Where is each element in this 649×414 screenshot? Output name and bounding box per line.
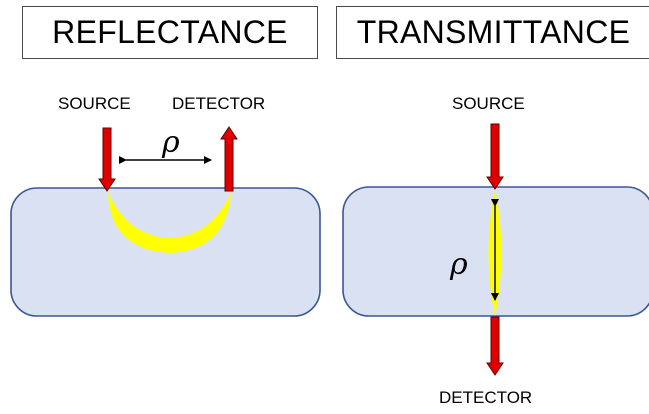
source-arrow-transmittance bbox=[486, 123, 504, 190]
source-label-reflectance: SOURCE bbox=[58, 94, 131, 113]
rho-symbol-transmittance: ρ bbox=[449, 247, 468, 282]
source-arrow-reflectance bbox=[98, 127, 116, 192]
reflectance-title: REFLECTANCE bbox=[22, 6, 318, 59]
rho-symbol-reflectance: ρ bbox=[161, 125, 180, 160]
detector-arrow-transmittance bbox=[486, 316, 504, 376]
detector-arrow-reflectance bbox=[220, 126, 238, 192]
detector-label-transmittance: DETECTOR bbox=[439, 388, 533, 407]
detector-label-reflectance: DETECTOR bbox=[172, 94, 266, 113]
light-path-banana bbox=[108, 192, 231, 253]
transmittance-title: TRANSMITTANCE bbox=[336, 6, 649, 59]
source-label-transmittance: SOURCE bbox=[452, 94, 525, 113]
